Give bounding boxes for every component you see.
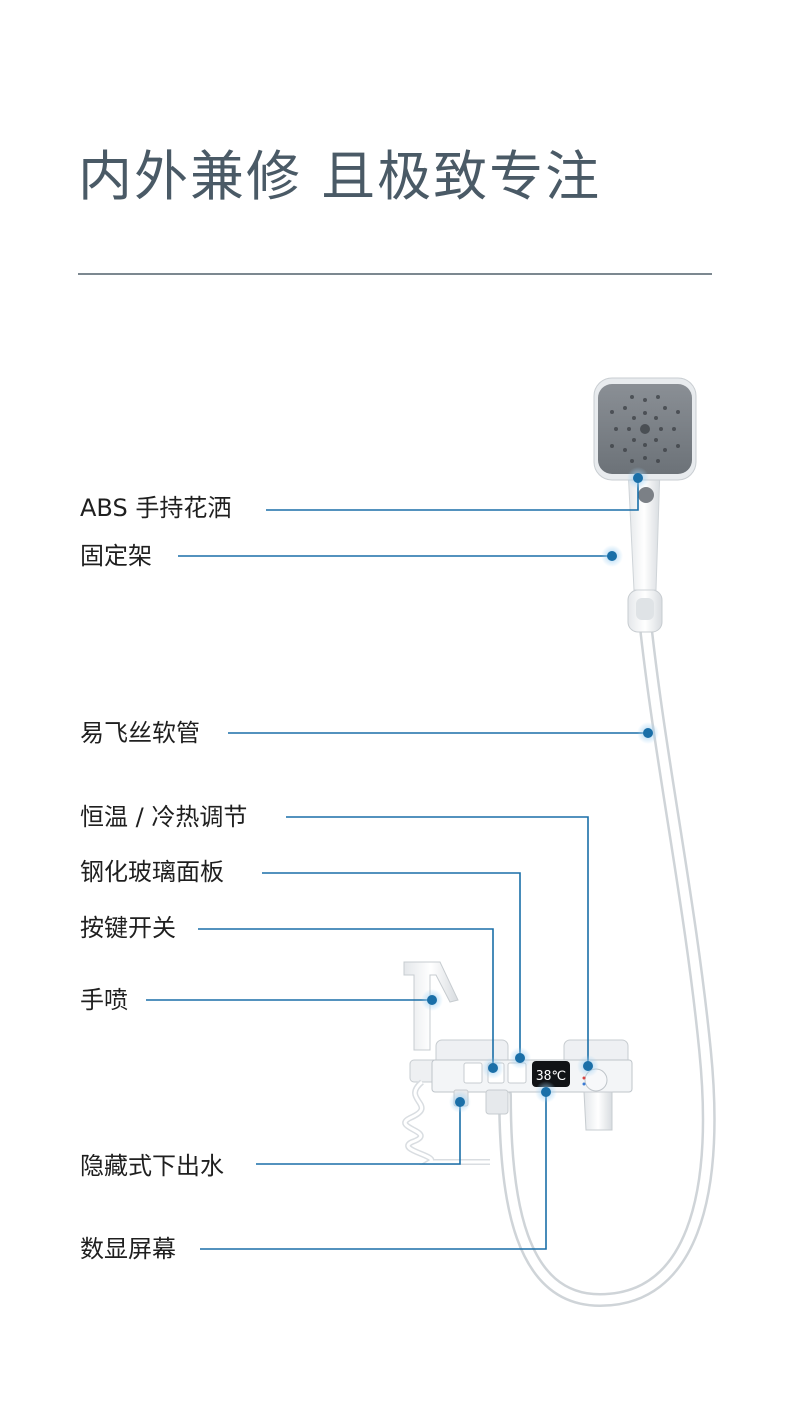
callout-line-hidden-outlet (256, 1102, 461, 1165)
callout-line-shower-head (266, 478, 639, 511)
label-glass-panel: 钢化玻璃面板 (80, 858, 224, 886)
title-divider (78, 273, 712, 275)
callout-line-buttons (198, 928, 494, 1068)
label-hand-sprayer: 手喷 (80, 986, 128, 1014)
callout-line-glass-panel (262, 872, 521, 1058)
shower-hose (498, 613, 716, 1308)
label-holder: 固定架 (80, 542, 152, 570)
callout-dot-buttons (482, 1057, 504, 1079)
callout-dot-glass-panel (509, 1047, 531, 1069)
mixer-panel: 38℃ (431, 1039, 633, 1131)
label-buttons: 按键开关 (80, 914, 176, 942)
callout-line-display (200, 1092, 547, 1250)
callout-dot-hand-sprayer (421, 989, 443, 1011)
callout-line-thermostat (286, 816, 589, 1066)
digital-display (532, 1061, 570, 1087)
callout-dot-shower-head (627, 467, 649, 489)
label-hidden-outlet: 隐藏式下出水 (80, 1152, 224, 1180)
holder-bracket (627, 589, 663, 633)
label-hose: 易飞丝软管 (80, 719, 200, 747)
label-display: 数显屏幕 (80, 1235, 176, 1263)
label-shower-head: ABS 手持花洒 (80, 494, 232, 522)
mixer-handle (583, 1091, 613, 1131)
label-thermostat: 恒温 / 冷热调节 (80, 803, 248, 831)
callout-dot-hidden-outlet (449, 1091, 471, 1113)
spray-nozzles (610, 395, 680, 463)
callout-dot-hose (637, 722, 659, 744)
hand-sprayer (402, 961, 490, 1165)
callout-dot-display (535, 1081, 557, 1103)
callout-dot-thermostat (577, 1055, 599, 1077)
callout-dots (421, 467, 659, 1113)
button-left (463, 1062, 483, 1084)
callout-dot-holder (601, 545, 623, 567)
page-title: 内外兼修 且极致专注 (78, 145, 602, 208)
display-temperature: 38℃ (536, 1069, 566, 1084)
shower-head (593, 377, 697, 591)
